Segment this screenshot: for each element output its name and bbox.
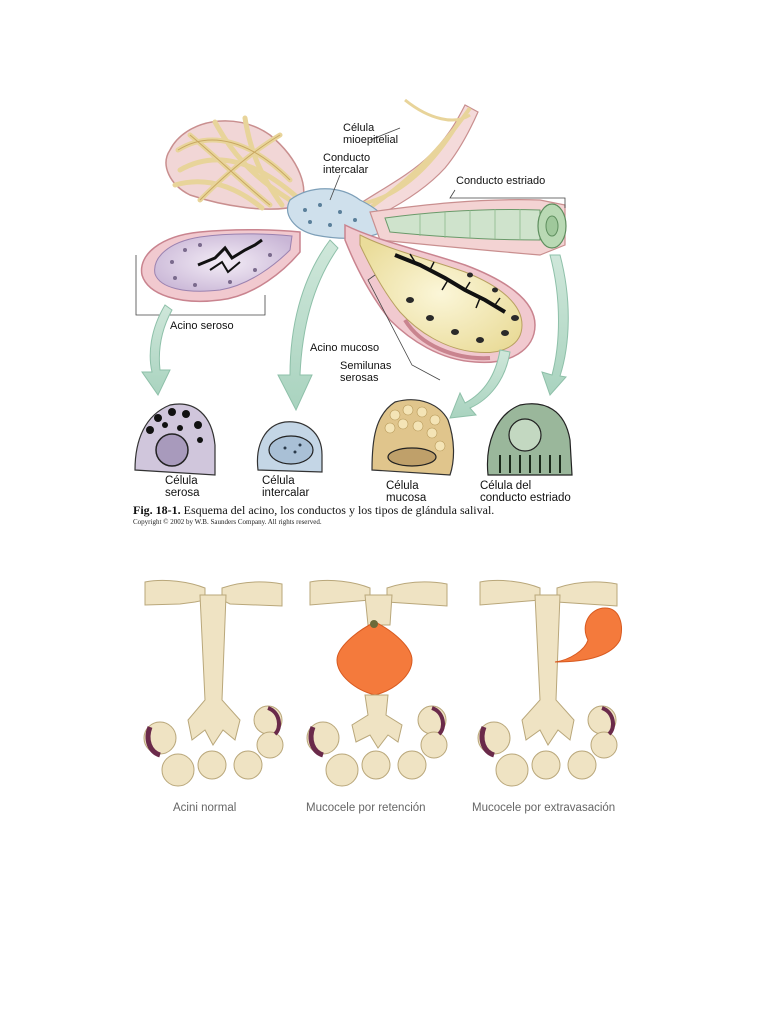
- mucous-acinus: [344, 223, 536, 364]
- mucous-acinus-bracket: [367, 274, 441, 381]
- figure-caption: Fig. 18-1. Esquema del acino, los conduc…: [133, 503, 494, 518]
- label-conducto-intercalar: Conducto intercalar: [323, 152, 371, 176]
- copyright-line: Copyright © 2002 by W.B. Saunders Compan…: [133, 518, 322, 526]
- upper-duct: [348, 98, 479, 223]
- cell-serosa: [134, 403, 216, 476]
- figure-caption-number: Fig. 18-1.: [133, 503, 181, 517]
- label-celula-mioepitelial: Célula mioepitelial: [343, 122, 399, 146]
- label-celula-serosa: Célula serosa: [165, 475, 200, 499]
- label-mucocele-retencion: Mucocele por retención: [306, 802, 426, 814]
- serous-acinus: [140, 228, 301, 302]
- label-mucocele-extravasacion: Mucocele por extravasación: [472, 802, 616, 814]
- cell-intercalar: [256, 421, 323, 473]
- label-acino-seroso: Acino seroso: [170, 320, 234, 332]
- label-acino-mucoso: Acino mucoso: [310, 342, 380, 354]
- striated-duct: [369, 199, 567, 256]
- label-celula-intercalar: Célula intercalar: [262, 475, 310, 499]
- serous-acinus-bracket: [135, 255, 266, 316]
- mucus-retention-pool: [336, 621, 413, 696]
- panel-mucocele-extravasacion: [477, 579, 622, 787]
- figure-caption-text: Esquema del acino, los conductos y los t…: [180, 503, 495, 517]
- label-celula-conducto-estriado: Célula del conducto estriado: [480, 480, 571, 504]
- label-acini-normal: Acini normal: [173, 802, 237, 814]
- label-conducto-estriado: Conducto estriado: [456, 175, 546, 187]
- cell-mucosa: [371, 399, 455, 476]
- label-leader-lines: [329, 127, 566, 208]
- mucus-extravasation-pool: [554, 607, 622, 663]
- intercalated-duct: [287, 188, 387, 239]
- panel-mucocele-retencion: [306, 579, 448, 787]
- cell-conducto-estriado: [486, 403, 573, 476]
- label-celula-mucosa: Célula mucosa: [386, 480, 427, 504]
- arrows: [141, 239, 569, 419]
- label-semilunas-serosas: Semilunas serosas: [340, 360, 392, 384]
- myoepithelial-acinus: [165, 115, 305, 211]
- panel-acini-normal: [143, 579, 284, 787]
